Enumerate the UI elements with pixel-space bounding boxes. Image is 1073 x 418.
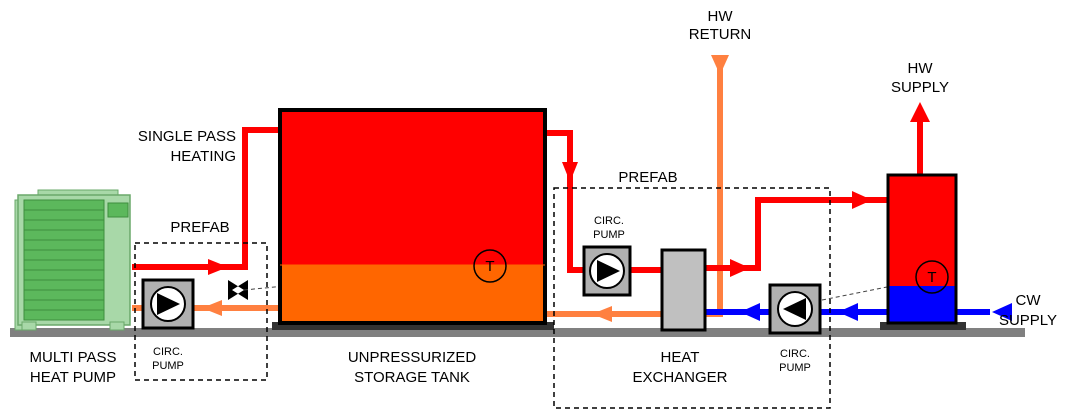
cw-supply-label: CW — [1016, 292, 1042, 309]
flow-arrow — [202, 300, 222, 316]
flow-arrow — [852, 191, 872, 209]
heat-exchanger-label: HEAT — [661, 349, 700, 366]
prefab-boundary-right — [553, 187, 831, 409]
single-pass-label: HEATING — [170, 148, 236, 165]
circ-pump-label: PUMP — [152, 360, 184, 372]
single-pass-pipe — [132, 127, 280, 270]
storage-tank — [272, 108, 554, 330]
hw-return-label: RETURN — [689, 26, 752, 43]
hw-supply-label: SUPPLY — [891, 79, 949, 96]
flow-arrow — [838, 303, 858, 321]
flow-arrow — [730, 259, 750, 277]
flow-arrow — [208, 259, 228, 275]
circ-pump-secondary — [768, 283, 822, 335]
single-pass-label: SINGLE PASS — [138, 128, 236, 145]
hx-to-tank-pipe — [705, 197, 888, 271]
prefab-right-label: PREFAB — [618, 169, 677, 186]
heat-exchanger-label: EXCHANGER — [632, 369, 727, 386]
circ-pump-label: PUMP — [593, 229, 625, 241]
heat-exchanger — [660, 248, 707, 332]
circ-pump-label: CIRC. — [780, 348, 810, 360]
flow-arrow — [740, 303, 760, 321]
prefab-boundary-left — [134, 242, 268, 381]
flow-arrow — [711, 55, 729, 75]
hw-tank — [880, 173, 966, 330]
hw-supply-label: HW — [908, 60, 934, 77]
hw-return-label: HW — [708, 8, 734, 25]
circ-pump-heat-pump — [141, 278, 195, 330]
flow-arrow — [592, 306, 612, 322]
temp-sensor-hw-tank: T — [915, 260, 949, 294]
temp-sensor-tank: T — [473, 249, 507, 283]
heat-pump-unit — [14, 189, 131, 331]
tank-to-hx-pipe — [545, 130, 590, 273]
multi-pass-label: HEAT PUMP — [30, 369, 116, 386]
multi-pass-label: MULTI PASS — [30, 349, 117, 366]
flow-arrow — [992, 303, 1012, 321]
circ-pump-primary — [582, 245, 632, 297]
ground-line — [10, 328, 1025, 337]
temp-sensor-label: T — [485, 258, 494, 275]
three-way-valve — [228, 280, 248, 300]
flow-arrow — [910, 102, 930, 122]
cw-supply-label: SUPPLY — [999, 312, 1057, 329]
hw-return-pipe — [705, 55, 723, 317]
circ-pump-label: CIRC. — [594, 215, 624, 227]
circ-pump-label: PUMP — [779, 362, 811, 374]
prefab-left-label: PREFAB — [170, 219, 229, 236]
storage-tank-label: STORAGE TANK — [354, 369, 470, 386]
circ-pump-label: CIRC. — [153, 346, 183, 358]
storage-tank-label: UNPRESSURIZED — [348, 349, 477, 366]
temp-sensor-label: T — [927, 269, 936, 286]
flow-arrow — [562, 162, 578, 182]
